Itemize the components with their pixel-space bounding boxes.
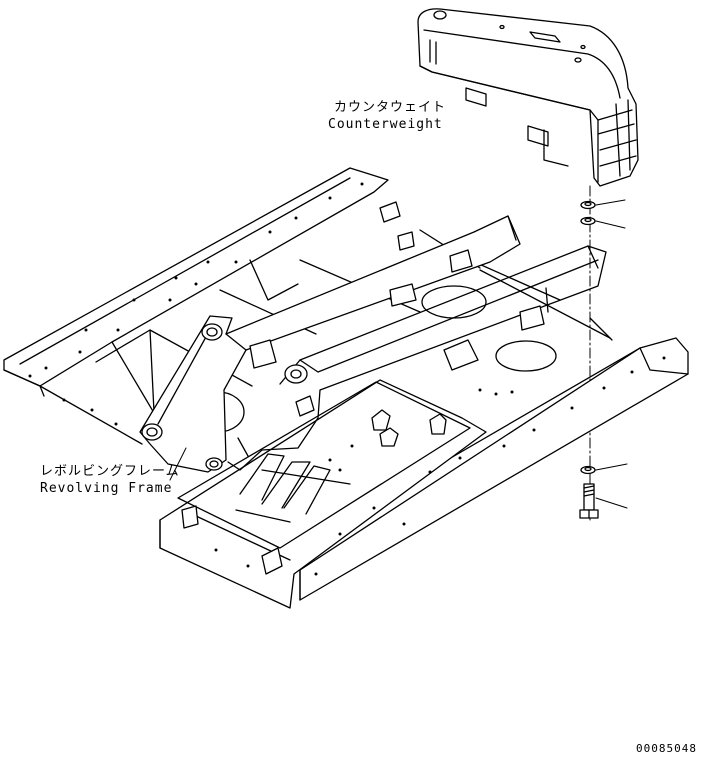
frame-label-leader	[170, 448, 186, 480]
bolt-hole-pattern-left	[28, 182, 364, 426]
frame-label-en: Revolving Frame	[40, 481, 173, 496]
revolving-frame	[4, 168, 688, 608]
mounting-bolt	[580, 484, 598, 518]
counterweight	[418, 9, 638, 186]
frame-label-jp: レボルビングフレーム	[40, 464, 180, 479]
drawing-number: 00085048	[636, 742, 697, 755]
washer-set	[581, 202, 595, 474]
bolt-hole-pattern-right	[214, 356, 666, 576]
counterweight-label-jp: カウンタウェイト	[334, 100, 447, 115]
callout-leaders	[596, 200, 627, 508]
counterweight-label-en: Counterweight	[328, 117, 443, 132]
